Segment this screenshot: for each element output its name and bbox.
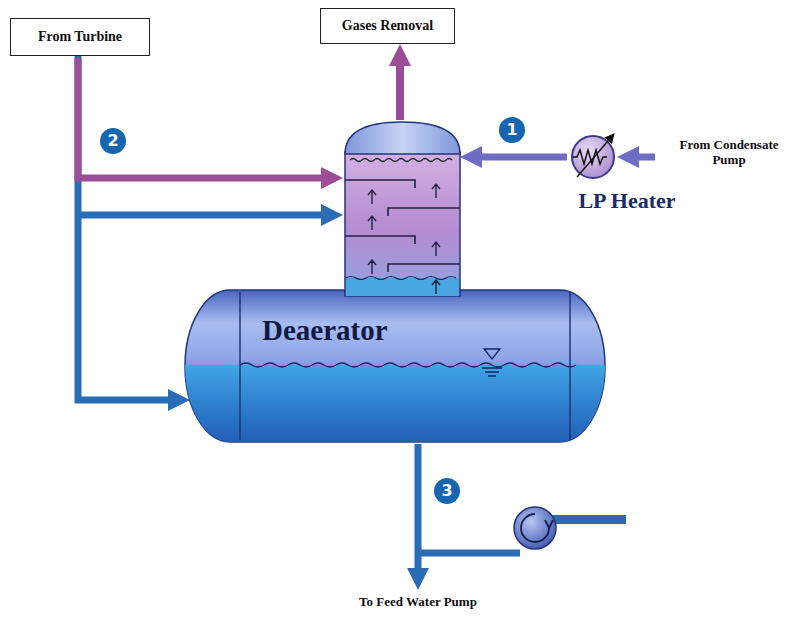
flow-arrow — [78, 56, 174, 400]
note-holder: From Condensate Pump — [664, 138, 794, 168]
heater-adjust-arrow — [577, 134, 614, 177]
steam-line — [78, 58, 327, 178]
vessel-name: Deaerator — [262, 314, 388, 347]
callout-number: 3 — [441, 483, 452, 499]
vapour-arrow — [368, 184, 440, 294]
destination-note: To Feed Water Pump — [359, 595, 477, 610]
flow-arrow — [476, 154, 567, 161]
level-symbol — [482, 368, 502, 376]
vent-box: Gases Removal — [320, 8, 455, 44]
box-text: Gases Removal — [342, 18, 433, 34]
steam-branch — [78, 212, 327, 219]
tray — [345, 180, 460, 272]
tank-water — [185, 365, 605, 442]
pump-rotation-head — [545, 520, 553, 528]
column-shell — [345, 152, 460, 296]
source-note: From Condensate Pump — [664, 138, 794, 168]
pump-casing — [514, 507, 556, 549]
callout-badge: 1 — [499, 117, 525, 143]
box-text: From Turbine — [38, 29, 122, 45]
spray — [350, 159, 452, 162]
deaerator-outline — [180, 118, 610, 444]
heater-name: LP Heater — [548, 188, 706, 213]
flow-arrow — [396, 60, 404, 120]
tank-seam — [239, 292, 241, 440]
tank-seam — [569, 292, 571, 440]
level-symbol — [484, 349, 500, 359]
source-box: From Turbine — [10, 18, 150, 56]
water-surface — [240, 363, 576, 367]
condensate-inlet — [633, 154, 655, 161]
column-water-surface — [346, 277, 456, 280]
callout-number: 2 — [107, 133, 118, 149]
pump-inlet-pipe — [418, 550, 520, 557]
deaerator-vessel: Deaerator — [180, 118, 610, 444]
pump-rotation — [521, 514, 549, 542]
callout-badge: 3 — [434, 478, 460, 504]
column-water — [346, 278, 459, 296]
callout-badge: 2 — [100, 128, 126, 154]
note-holder: To Feed Water Pump — [358, 592, 478, 610]
column-dome — [345, 122, 460, 154]
callout-number: 1 — [506, 122, 517, 138]
